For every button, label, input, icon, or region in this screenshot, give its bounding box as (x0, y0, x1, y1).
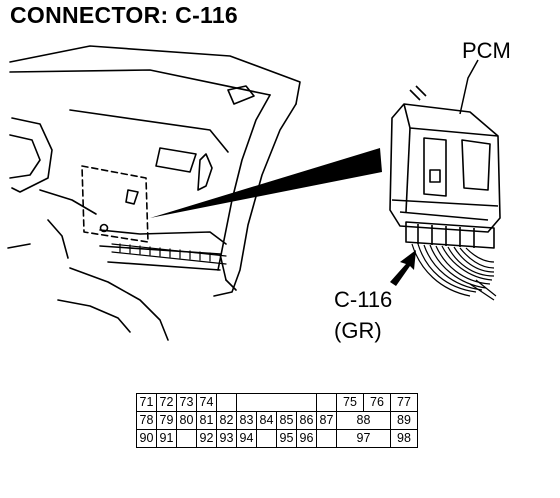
pin-cell: 83 (236, 411, 257, 430)
pin-cell: 76 (363, 393, 391, 412)
pin-cell: 72 (156, 393, 177, 412)
pin-cell: 88 (336, 411, 391, 430)
pin-cell: 71 (136, 393, 157, 412)
pin-cell: 75 (336, 393, 364, 412)
pin-cell: 74 (196, 393, 217, 412)
pcm-location-illustration (7, 45, 501, 341)
pcm-locator-box (81, 165, 149, 243)
pin-cell: 77 (390, 393, 418, 412)
pin-cell: 79 (156, 411, 177, 430)
pin-cell: 95 (276, 429, 297, 448)
pin-cell: 91 (156, 429, 177, 448)
connector-arrow (390, 250, 416, 286)
pin-row: 71 72 73 74 75 76 77 (136, 393, 418, 412)
connector-label: C-116 (334, 287, 393, 312)
pin-cell-empty (176, 429, 197, 448)
dashboard-drawing (7, 45, 301, 341)
pin-cell: 82 (216, 411, 237, 430)
pin-cell: 94 (236, 429, 257, 448)
pin-cell: 78 (136, 411, 157, 430)
pin-cell: 98 (390, 429, 418, 448)
connector-pin-table: 71 72 73 74 75 76 77 78 79 80 81 82 83 8… (136, 393, 418, 448)
pin-cell-empty (316, 429, 337, 448)
connector-title: CONNECTOR: C-116 (10, 2, 239, 28)
connector-strip (111, 243, 227, 265)
pcm-module (389, 85, 501, 249)
pin-cell: 90 (136, 429, 157, 448)
pin-cell: 97 (336, 429, 391, 448)
zoom-wedge (150, 148, 382, 218)
pin-cell: 93 (216, 429, 237, 448)
pin-cell: 84 (256, 411, 277, 430)
pin-cell: 87 (316, 411, 337, 430)
pcm-leader-line (459, 59, 479, 115)
pin-cell: 80 (176, 411, 197, 430)
pin-cell: 89 (390, 411, 418, 430)
connector-color-label: (GR) (334, 318, 382, 343)
pin-row: 78 79 80 81 82 83 84 85 86 87 88 89 (136, 411, 418, 430)
pin-cell-empty (256, 429, 277, 448)
wire-harness (411, 243, 497, 301)
pin-cell: 85 (276, 411, 297, 430)
pin-cell-empty (317, 394, 337, 412)
pin-row: 90 91 92 93 94 95 96 97 98 (136, 429, 418, 448)
pcm-label: PCM (462, 38, 511, 63)
pin-cell: 92 (196, 429, 217, 448)
pin-cell: 86 (296, 411, 317, 430)
pin-cell: 73 (176, 393, 197, 412)
pin-cell-empty (217, 394, 237, 412)
pin-cell-merged (236, 393, 317, 412)
pin-cell: 96 (296, 429, 317, 448)
pin-cell: 81 (196, 411, 217, 430)
